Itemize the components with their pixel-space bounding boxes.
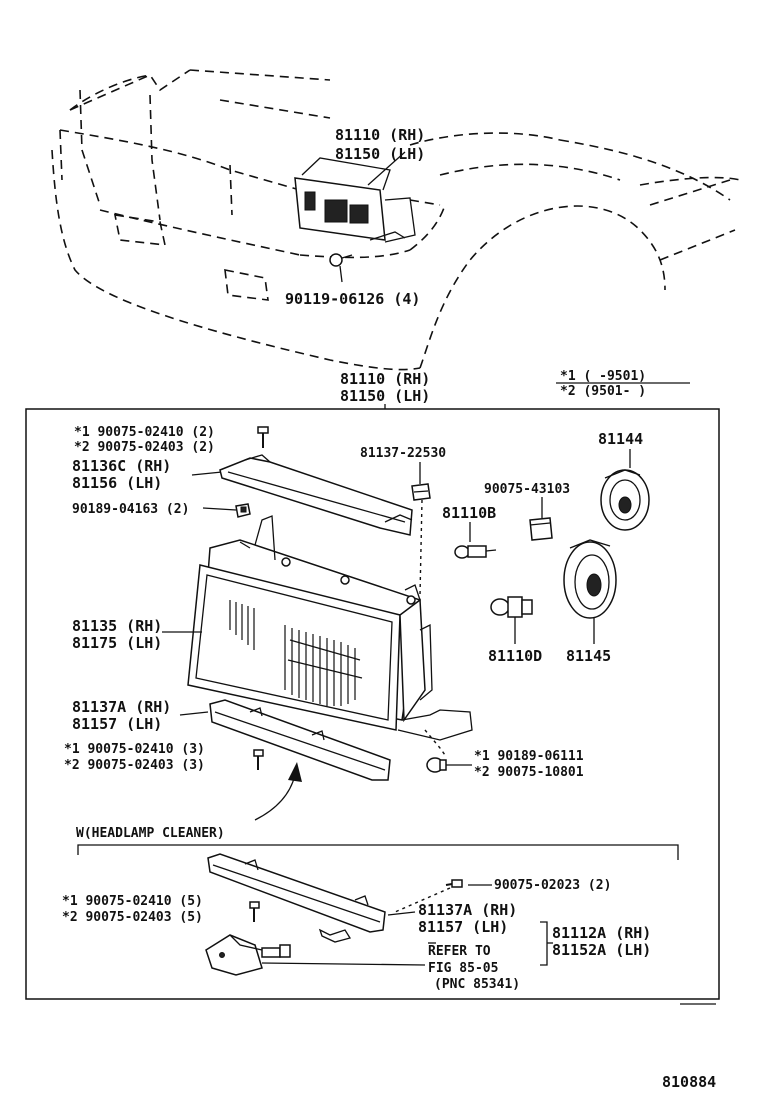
unit-lh-label: 81175 (LH) — [72, 634, 162, 652]
screw-top-icon — [257, 426, 269, 448]
note-2-label: *2 (9501- ) — [560, 384, 646, 399]
part-81145-label: 81145 — [566, 647, 611, 665]
socket-81144-icon — [600, 469, 650, 531]
screw-top-1-label: *1 90075-02410 (2) — [74, 425, 215, 440]
cleaner-title-label: W(HEADLAMP CLEANER) — [76, 826, 225, 841]
bracket-bot-lh-label: 81157 (LH) — [72, 715, 162, 733]
figure-number-label: 810884 — [662, 1073, 716, 1091]
clip-bot-icon — [426, 757, 447, 773]
part-90075-43103-label: 90075-43103 — [484, 482, 570, 497]
car-headlamp-rh-label: 81110 (RH) — [335, 126, 425, 144]
refer-line-2-label: FIG 85-05 — [428, 961, 498, 976]
refer-line-3-label: (PNC 85341) — [434, 977, 520, 992]
part-81110d-label: 81110D — [488, 647, 542, 665]
assembly-frame — [25, 408, 720, 1000]
car-headlamp-icon — [294, 151, 416, 243]
cleaner-screw-1-label: *1 90075-02410 (5) — [62, 894, 203, 909]
cleaner-assy-lh-label: 81152A (LH) — [552, 941, 651, 959]
car-body-outline — [51, 69, 741, 371]
cleaner-arrow-icon — [254, 762, 302, 821]
refer-line-1-label: REFER TO — [428, 944, 491, 959]
cleaner-assy-rh-label: 81112A (RH) — [552, 924, 651, 942]
bracket-top-rh-label: 81136C (RH) — [72, 457, 171, 475]
cleaner-bracket-icon — [207, 853, 386, 943]
cleaner-screw-2-label: *2 90075-02403 (5) — [62, 910, 203, 925]
clip-bot-2-label: *2 90075-10801 — [474, 765, 584, 780]
bulb-81110b-icon — [454, 545, 497, 559]
assembly-rh-label: 81110 (RH) — [340, 370, 430, 388]
cleaner-motor-icon — [205, 934, 291, 976]
bracket-bot-rh-label: 81137A (RH) — [72, 698, 171, 716]
clip-top-icon — [235, 503, 251, 518]
cleaner-screw-label: 90075-02023 (2) — [494, 878, 611, 893]
assembly-lh-label: 81150 (LH) — [340, 387, 430, 405]
top-bracket-icon — [219, 454, 413, 536]
screw-bot-icon — [253, 749, 264, 770]
cleaner-screw-icon — [445, 879, 463, 888]
socket-81145-icon — [563, 539, 617, 644]
bottom-bracket-icon — [209, 699, 391, 781]
nut-icon — [411, 483, 431, 501]
part-81144-label: 81144 — [598, 430, 643, 448]
nut-label: 81137-22530 — [360, 446, 446, 461]
unit-rh-label: 81135 (RH) — [72, 617, 162, 635]
cleaner-bracket-rh-label: 81137A (RH) — [418, 901, 517, 919]
car-bolt-icon — [329, 253, 353, 283]
clip-90075-43103-icon — [529, 517, 553, 541]
car-headlamp-lh-label: 81150 (LH) — [335, 145, 425, 163]
part-81110b-label: 81110B — [442, 504, 496, 522]
screw-top-2-label: *2 90075-02403 (2) — [74, 440, 215, 455]
headlamp-unit-icon — [187, 515, 473, 741]
note-1-label: *1 ( -9501) — [560, 369, 646, 384]
car-bolt-label: 90119-06126 (4) — [285, 290, 420, 308]
bulb-81110d-icon — [490, 596, 533, 644]
bracket-top-lh-label: 81156 (LH) — [72, 474, 162, 492]
screw-bot-2-label: *2 90075-02403 (3) — [64, 758, 205, 773]
screw-bot-1-label: *1 90075-02410 (3) — [64, 742, 205, 757]
cleaner-bracket-lh-label: 81157 (LH) — [418, 918, 508, 936]
clip-bot-1-label: *1 90189-06111 — [474, 749, 584, 764]
clip-top-label: 90189-04163 (2) — [72, 502, 189, 517]
cleaner-screw-bot-icon — [249, 901, 260, 922]
